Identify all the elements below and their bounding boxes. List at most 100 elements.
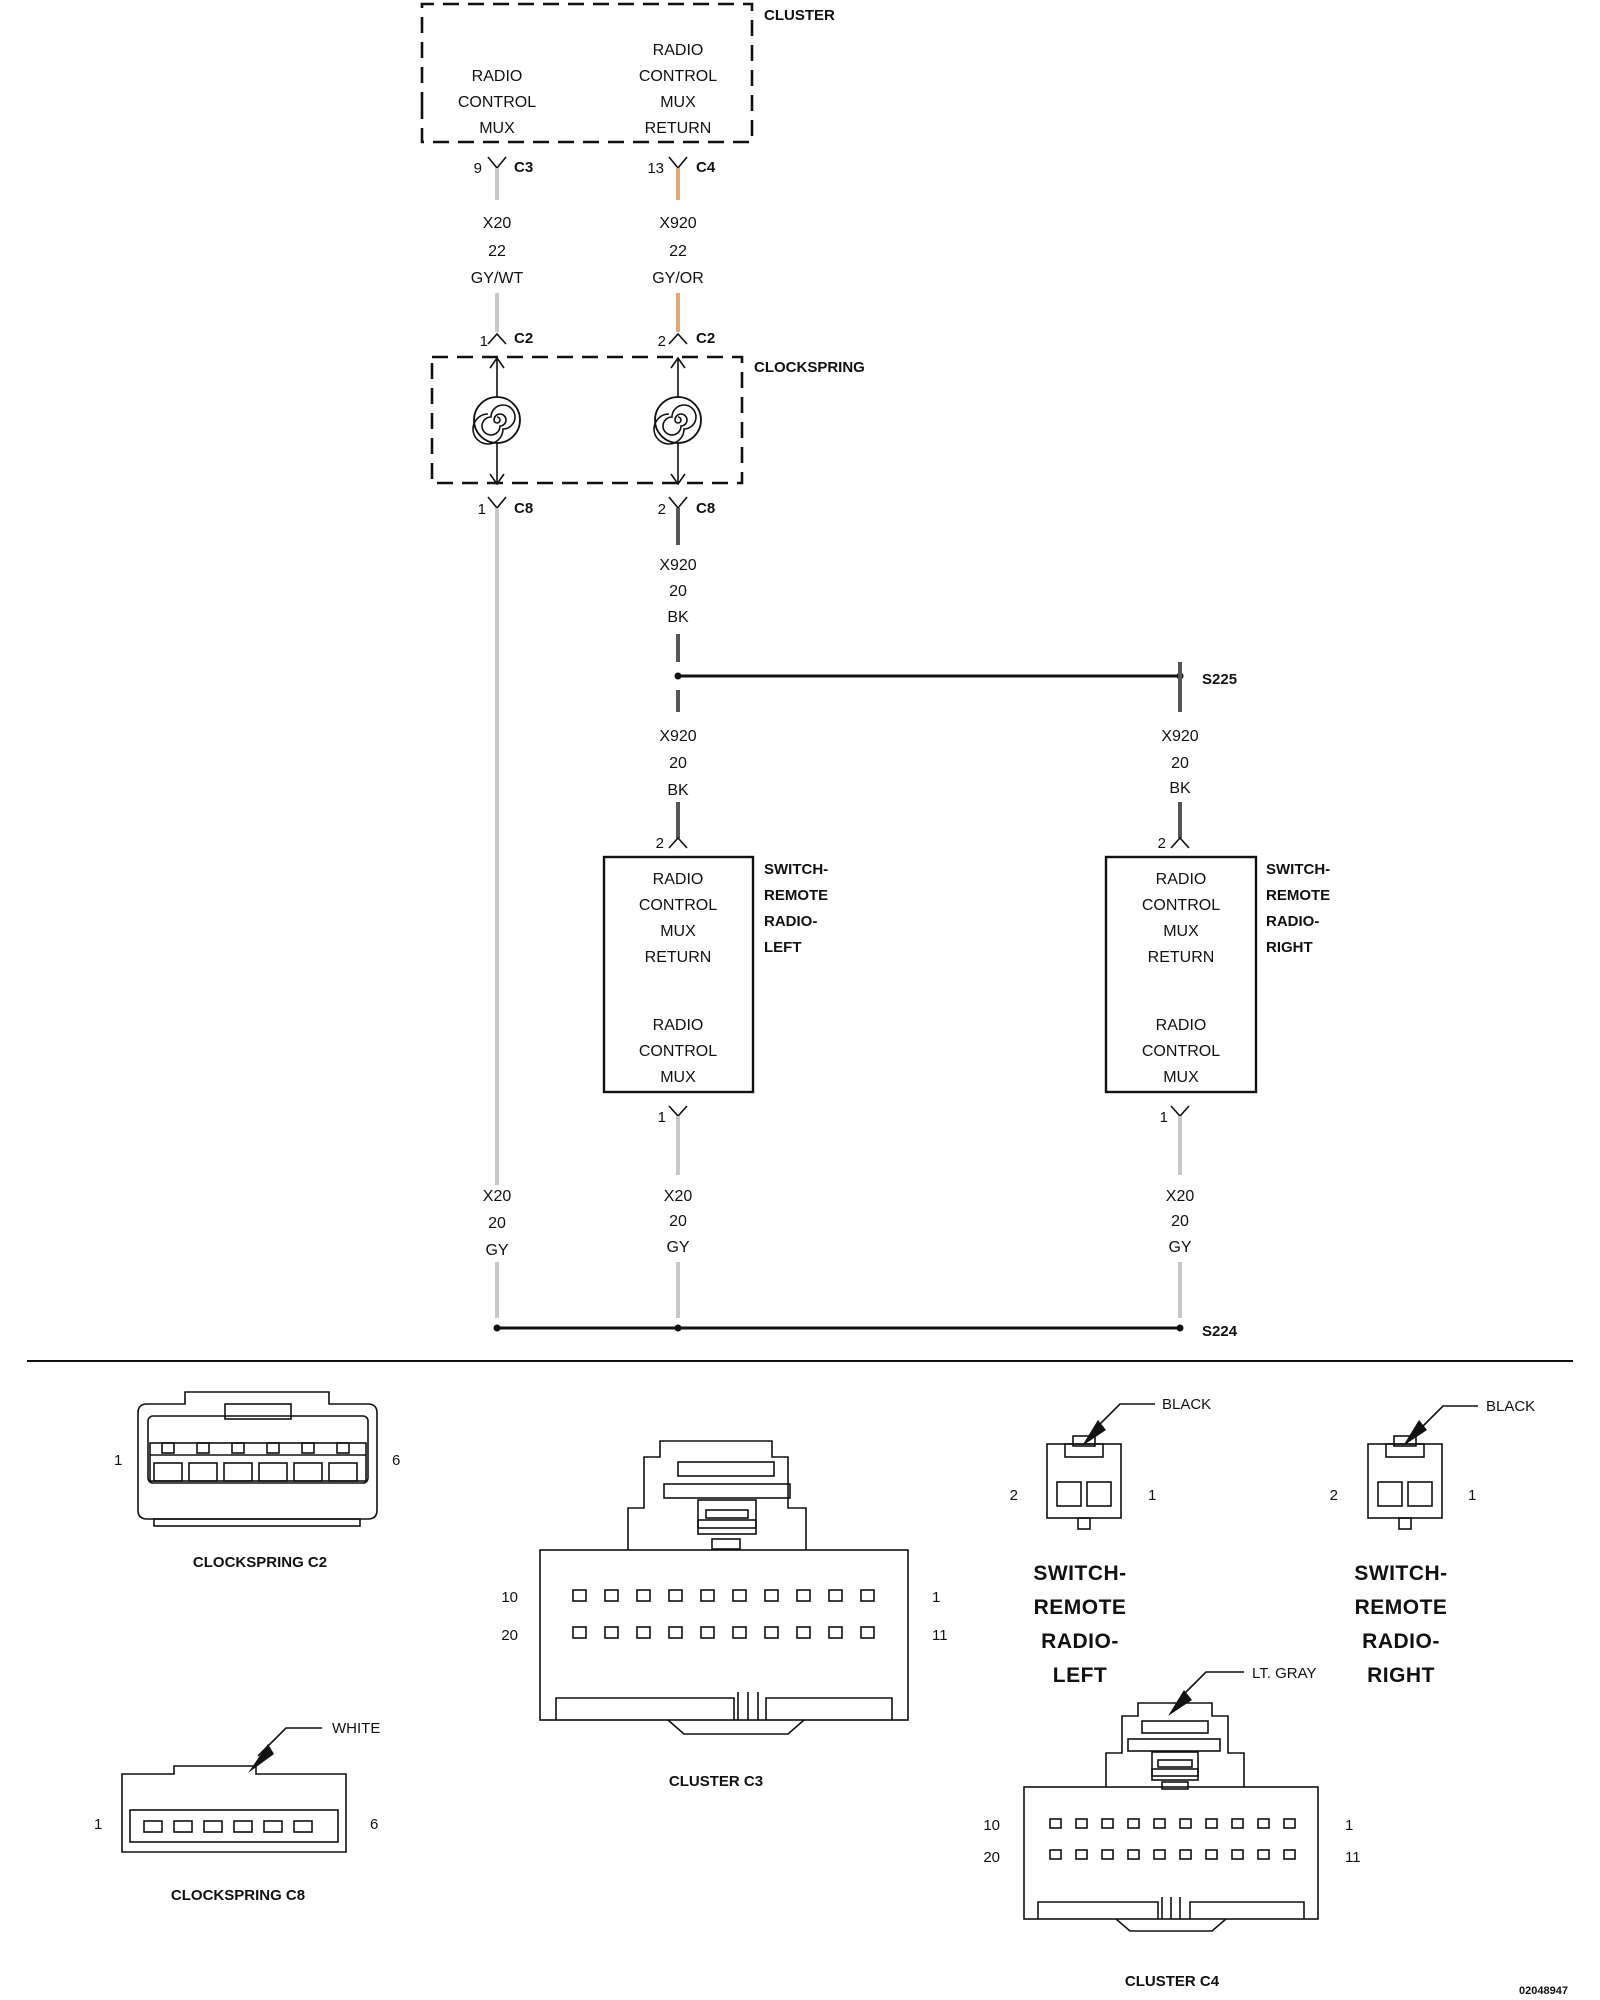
splice-s224-node-1 — [493, 1324, 501, 1332]
pin-marker-c4 — [668, 156, 688, 170]
c2-name: CLOCKSPRING C2 — [193, 1554, 327, 1571]
clockspring-coil-1 — [472, 356, 521, 486]
wire-gywt-color: GY/WT — [471, 270, 524, 287]
switch-right-conn-pin-right: 1 — [1468, 1487, 1476, 1504]
c3-pin-bl: 20 — [501, 1627, 518, 1644]
wire-gyor-gauge: 22 — [669, 243, 687, 260]
wire-gy-b-gauge: 20 — [669, 1213, 687, 1230]
switch-right-conn-name-1: SWITCH- — [1354, 1562, 1447, 1585]
pin-marker-cs-c2-2 — [668, 332, 688, 345]
wire-gywt-gauge: 22 — [488, 243, 506, 260]
switch-right-mux-1: RADIO — [1156, 1017, 1207, 1034]
wire-gy-a-circuit: X20 — [483, 1188, 512, 1205]
clockspring-bottom-conn-1: C8 — [514, 500, 533, 517]
cluster-return-label-2: CONTROL — [639, 68, 717, 85]
clockspring-module: CLOCKSPRING — [430, 355, 865, 486]
clockspring-top-conn-2: C2 — [696, 330, 715, 347]
figure-id: 02048947 — [1519, 1985, 1568, 1997]
switch-left-mux-3: MUX — [660, 1069, 696, 1086]
connector-cluster-c3: 10 20 1 11 CLUSTER C3 — [501, 1440, 948, 1790]
wire-bk-left-color: BK — [667, 782, 689, 799]
switch-left-return-4: RETURN — [645, 949, 712, 966]
pin-marker-c3 — [487, 156, 507, 170]
wire-gyor-color: GY/OR — [652, 270, 704, 287]
switch-right-mux-2: CONTROL — [1142, 1043, 1220, 1060]
c2-pin-right: 6 — [392, 1452, 400, 1469]
switch-left-mux-2: CONTROL — [639, 1043, 717, 1060]
switch-right-return-4: RETURN — [1148, 949, 1215, 966]
clockspring-bottom-pin-1: 1 — [478, 501, 486, 518]
wire-bk-main-circuit: X920 — [659, 557, 696, 574]
switch-right-conn-name-4: RIGHT — [1367, 1664, 1435, 1687]
clockspring-title: CLOCKSPRING — [754, 359, 865, 376]
c4-color: LT. GRAY — [1252, 1665, 1316, 1682]
switch-left-pin-bottom: 1 — [658, 1109, 666, 1126]
c3-pin-tr: 1 — [932, 1589, 940, 1606]
switch-left-pin-top: 2 — [656, 835, 664, 852]
c4-pin-bl: 20 — [983, 1849, 1000, 1866]
switch-right-conn-color: BLACK — [1486, 1398, 1535, 1415]
wire-gy-c-color: GY — [1168, 1239, 1191, 1256]
clockspring-top-conn-1: C2 — [514, 330, 533, 347]
switch-left-conn-pin-right: 1 — [1148, 1487, 1156, 1504]
switch-left-title-3: RADIO- — [764, 913, 817, 930]
switch-left-title-2: REMOTE — [764, 887, 828, 904]
wire-bk-left-gauge: 20 — [669, 755, 687, 772]
cluster-conn-c3: C3 — [514, 159, 533, 176]
pin-marker-switch-right-top — [1170, 836, 1190, 849]
c4-pin-br: 11 — [1345, 1849, 1361, 1866]
switch-left-return-1: RADIO — [653, 871, 704, 888]
switch-right-title-2: REMOTE — [1266, 887, 1330, 904]
wire-gy-b-circuit: X20 — [664, 1188, 693, 1205]
splice-s225-label: S225 — [1202, 671, 1237, 688]
wire-bk-right-gauge: 20 — [1171, 755, 1189, 772]
connector-clockspring-c2: 1 6 CLOCKSPRING C2 — [114, 1391, 400, 1571]
clockspring-top-pin-2: 2 — [658, 333, 666, 350]
c4-cavities-top — [1049, 1818, 1296, 1829]
c3-name: CLUSTER C3 — [669, 1773, 763, 1790]
cluster-module: CLUSTER RADIO CONTROL MUX RADIO CONTROL … — [420, 2, 835, 144]
connector-switch-right: BLACK 2 1 SWITCH- REMOTE RADIO- RIGHT — [1330, 1398, 1536, 1687]
pin-marker-cs-c8-2 — [668, 496, 688, 510]
switch-right-mux-3: MUX — [1163, 1069, 1199, 1086]
switch-right-return-1: RADIO — [1156, 871, 1207, 888]
switch-left-conn-pin-left: 2 — [1010, 1487, 1018, 1504]
switch-left-conn-name-2: REMOTE — [1034, 1596, 1127, 1619]
cluster-conn-c4: C4 — [696, 159, 716, 176]
c3-pin-tl: 10 — [501, 1589, 518, 1606]
switch-right-conn-pin-left: 2 — [1330, 1487, 1338, 1504]
switch-right-title-4: RIGHT — [1266, 939, 1313, 956]
clockspring-bottom-pin-2: 2 — [658, 501, 666, 518]
splice-s224-node-2 — [674, 1324, 682, 1332]
wire-gyor-circuit: X920 — [659, 215, 696, 232]
switch-right-pin-top: 2 — [1158, 835, 1166, 852]
switch-right-conn-name-3: RADIO- — [1362, 1630, 1440, 1653]
wire-bk-right-circuit: X920 — [1161, 728, 1198, 745]
c3-cavities-top — [572, 1589, 875, 1602]
pin-marker-switch-left-top — [668, 836, 688, 849]
cluster-pin-return: 13 — [647, 160, 664, 177]
c4-pin-tl: 10 — [983, 1817, 1000, 1834]
splice-s225-node-left — [674, 672, 682, 680]
pin-marker-switch-right-bottom — [1170, 1105, 1190, 1118]
clockspring-bottom-conn-2: C8 — [696, 500, 715, 517]
c8-name: CLOCKSPRING C8 — [171, 1887, 305, 1904]
c8-color: WHITE — [332, 1720, 380, 1737]
c2-cavities — [150, 1442, 366, 1482]
c2-pin-left: 1 — [114, 1452, 122, 1469]
c4-cavities-bottom — [1049, 1849, 1296, 1860]
wire-gy-a-gauge: 20 — [488, 1215, 506, 1232]
cluster-return-label-3: MUX — [660, 94, 696, 111]
c3-pin-br: 11 — [932, 1627, 948, 1644]
switch-right-conn-name-2: REMOTE — [1355, 1596, 1448, 1619]
switch-left-return-3: MUX — [660, 923, 696, 940]
cluster-title: CLUSTER — [764, 7, 835, 24]
switch-remote-radio-left: RADIO CONTROL MUX RETURN RADIO CONTROL M… — [602, 855, 755, 1094]
switch-right-return-3: MUX — [1163, 923, 1199, 940]
wire-gy-b-color: GY — [666, 1239, 689, 1256]
connector-cluster-c4: LT. GRAY 10 20 1 11 CLUSTER C4 — [983, 1665, 1360, 1990]
wire-bk-left-circuit: X920 — [659, 728, 696, 745]
switch-left-return-2: CONTROL — [639, 897, 717, 914]
cluster-pin-mux: 9 — [474, 160, 482, 177]
cluster-mux-label-2: CONTROL — [458, 94, 536, 111]
